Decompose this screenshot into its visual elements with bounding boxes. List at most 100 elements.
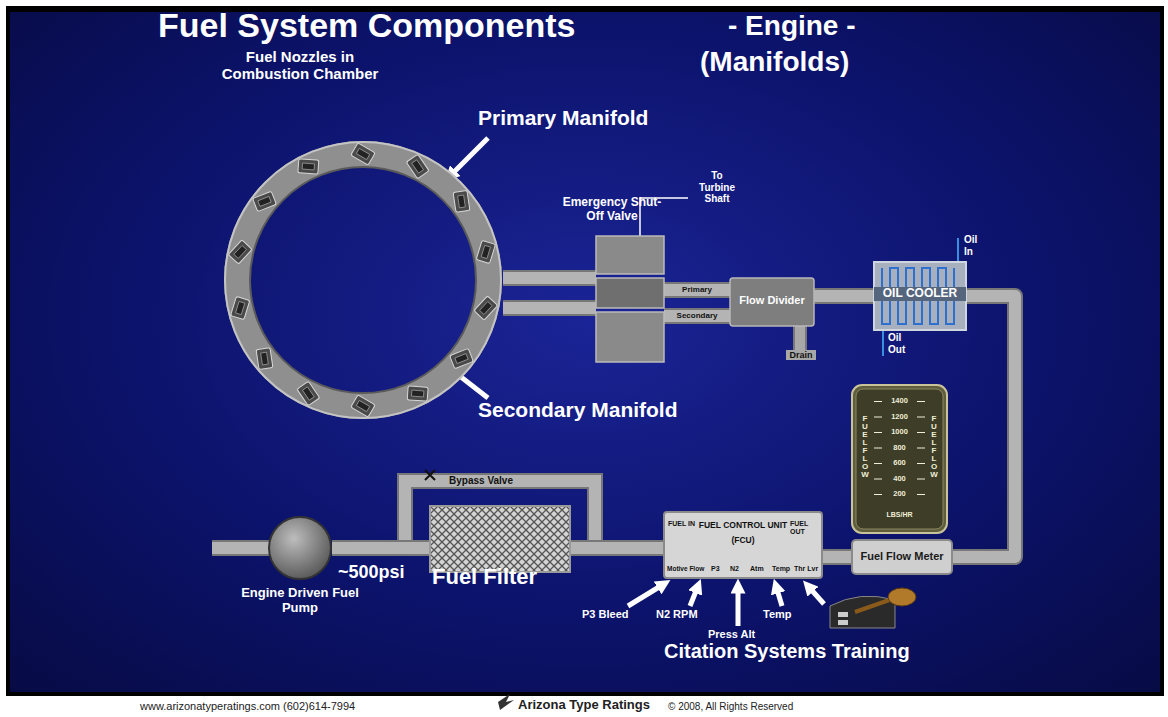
node-text: Emergency Shut-Off Valve — [560, 196, 664, 224]
slide-title: Fuel System Components — [158, 6, 618, 45]
text-label: (Manifolds) — [700, 46, 930, 78]
fuel-nozzle — [406, 154, 429, 178]
fuel-pipe — [814, 296, 874, 297]
throttle-lever-picture — [830, 596, 895, 628]
bypass-pipe — [425, 470, 435, 480]
shutoff-valve-shape — [596, 236, 664, 362]
fuel-nozzle — [297, 381, 320, 405]
text-label: Oil Out — [888, 332, 912, 355]
valve-section — [596, 236, 664, 274]
gauge-face — [856, 389, 943, 529]
fuel-flow-meter: Fuel Flow Meter — [852, 540, 952, 574]
callout-arrows — [628, 584, 664, 606]
node-text: Fuel Flow Meter — [852, 550, 952, 563]
node-text: (FCU) — [718, 536, 768, 546]
pipe-edge — [570, 540, 664, 556]
node-text: 600 — [882, 459, 917, 468]
node-text: 1400 — [882, 397, 917, 406]
pipe-edge — [952, 296, 1015, 557]
node-text: LBS/HR — [877, 511, 922, 519]
node-text: OIL COOLER — [874, 287, 966, 301]
text-label: Citation Systems Training — [664, 640, 994, 663]
fuel-pipe — [332, 548, 430, 549]
fcu-body — [664, 512, 822, 578]
throttle-lever-picture — [838, 620, 848, 625]
callout-arrows — [690, 586, 698, 606]
fuel-nozzle — [453, 191, 470, 213]
node-text: Temp — [772, 565, 792, 573]
text-label: Bypass Valve — [442, 475, 520, 487]
pipe-label: Secondary — [675, 311, 720, 320]
fuel-filter-shape — [430, 506, 570, 572]
text-label: © 2008, All Rights Reserved — [668, 701, 868, 713]
combustion-chamber-shape — [223, 140, 503, 420]
pipe-fill — [664, 310, 730, 322]
pipe-fill — [952, 296, 1015, 557]
fuel-nozzle — [450, 348, 474, 368]
text-label: Temp — [763, 608, 803, 621]
fuel-pipe — [503, 308, 596, 309]
flow-divider: Flow Divider — [730, 278, 814, 326]
text-label: P3 Bleed — [582, 608, 652, 621]
fuel-nozzle — [298, 159, 319, 174]
node-text: Engine Driven Fuel Pump — [236, 586, 364, 616]
text-label: ~500psi — [338, 562, 428, 583]
node-text: FUEL FLOW — [861, 415, 869, 479]
combustion-chamber: Fuel Nozzles in Combustion Chamber — [223, 140, 503, 420]
fuel-nozzle — [476, 240, 495, 263]
fuel-nozzle — [253, 191, 277, 211]
node-text: 1200 — [882, 413, 917, 422]
pipe-fill — [503, 272, 596, 284]
pipe-fill — [570, 542, 664, 554]
node-text: 200 — [882, 490, 917, 499]
fuel-nozzle — [228, 240, 252, 264]
fuel-pipe — [952, 296, 1015, 557]
fuel-nozzle — [256, 348, 273, 370]
ring-edge — [250, 167, 476, 393]
filter-element — [430, 506, 570, 572]
ring-edge — [225, 142, 501, 418]
node-text: Atm — [750, 565, 768, 573]
node-text: 1000 — [882, 428, 917, 437]
callout-arrows — [776, 586, 782, 606]
node-text: FUEL IN — [668, 520, 698, 528]
node-text: P3 — [711, 565, 725, 573]
node-text: FUEL FLOW — [930, 415, 938, 479]
valve-section — [596, 278, 664, 308]
text-label: Primary Manifold — [478, 106, 748, 130]
inlet-pipe — [212, 548, 272, 549]
fuel-nozzle — [407, 386, 428, 401]
text-label: - Engine - — [728, 10, 948, 42]
pipe-edge — [822, 549, 852, 565]
logo-mark — [498, 694, 514, 710]
node-text: Flow Divider — [730, 294, 814, 307]
pipe-edge — [503, 300, 596, 316]
node-text: N2 — [730, 565, 744, 573]
oil-cooler: OIL COOLER — [874, 262, 966, 330]
pipe-edge — [814, 288, 874, 304]
fuel-nozzle — [474, 296, 498, 320]
fuel-pump: Engine Driven Fuel Pump — [268, 516, 332, 580]
node-text: 800 — [882, 444, 917, 453]
fuel-control-unit: FUEL INFUEL CONTROL UNIT(FCU)FUEL OUTMot… — [664, 512, 822, 578]
valve-section — [596, 312, 664, 362]
throttle-lever-picture — [838, 612, 848, 617]
fuel-nozzle — [351, 143, 375, 165]
node-text: 400 — [882, 475, 917, 484]
fuel-nozzle — [351, 395, 375, 417]
pipe-fill — [814, 290, 874, 302]
shutoff-valve: Emergency Shut-Off Valve — [596, 236, 664, 362]
text-label: Press Alt — [708, 628, 772, 641]
fuel-filter: Fuel Filter — [430, 506, 570, 572]
text-label: Oil In — [964, 234, 986, 257]
meter-body — [852, 540, 952, 574]
divider-body — [730, 278, 814, 326]
pipe-edge — [664, 282, 730, 298]
pipe-fill — [332, 542, 430, 554]
gauge-bezel — [852, 385, 947, 533]
inlet-pipe — [212, 542, 272, 554]
throttle-lever-picture — [830, 588, 916, 628]
pipe-edge — [332, 540, 430, 556]
